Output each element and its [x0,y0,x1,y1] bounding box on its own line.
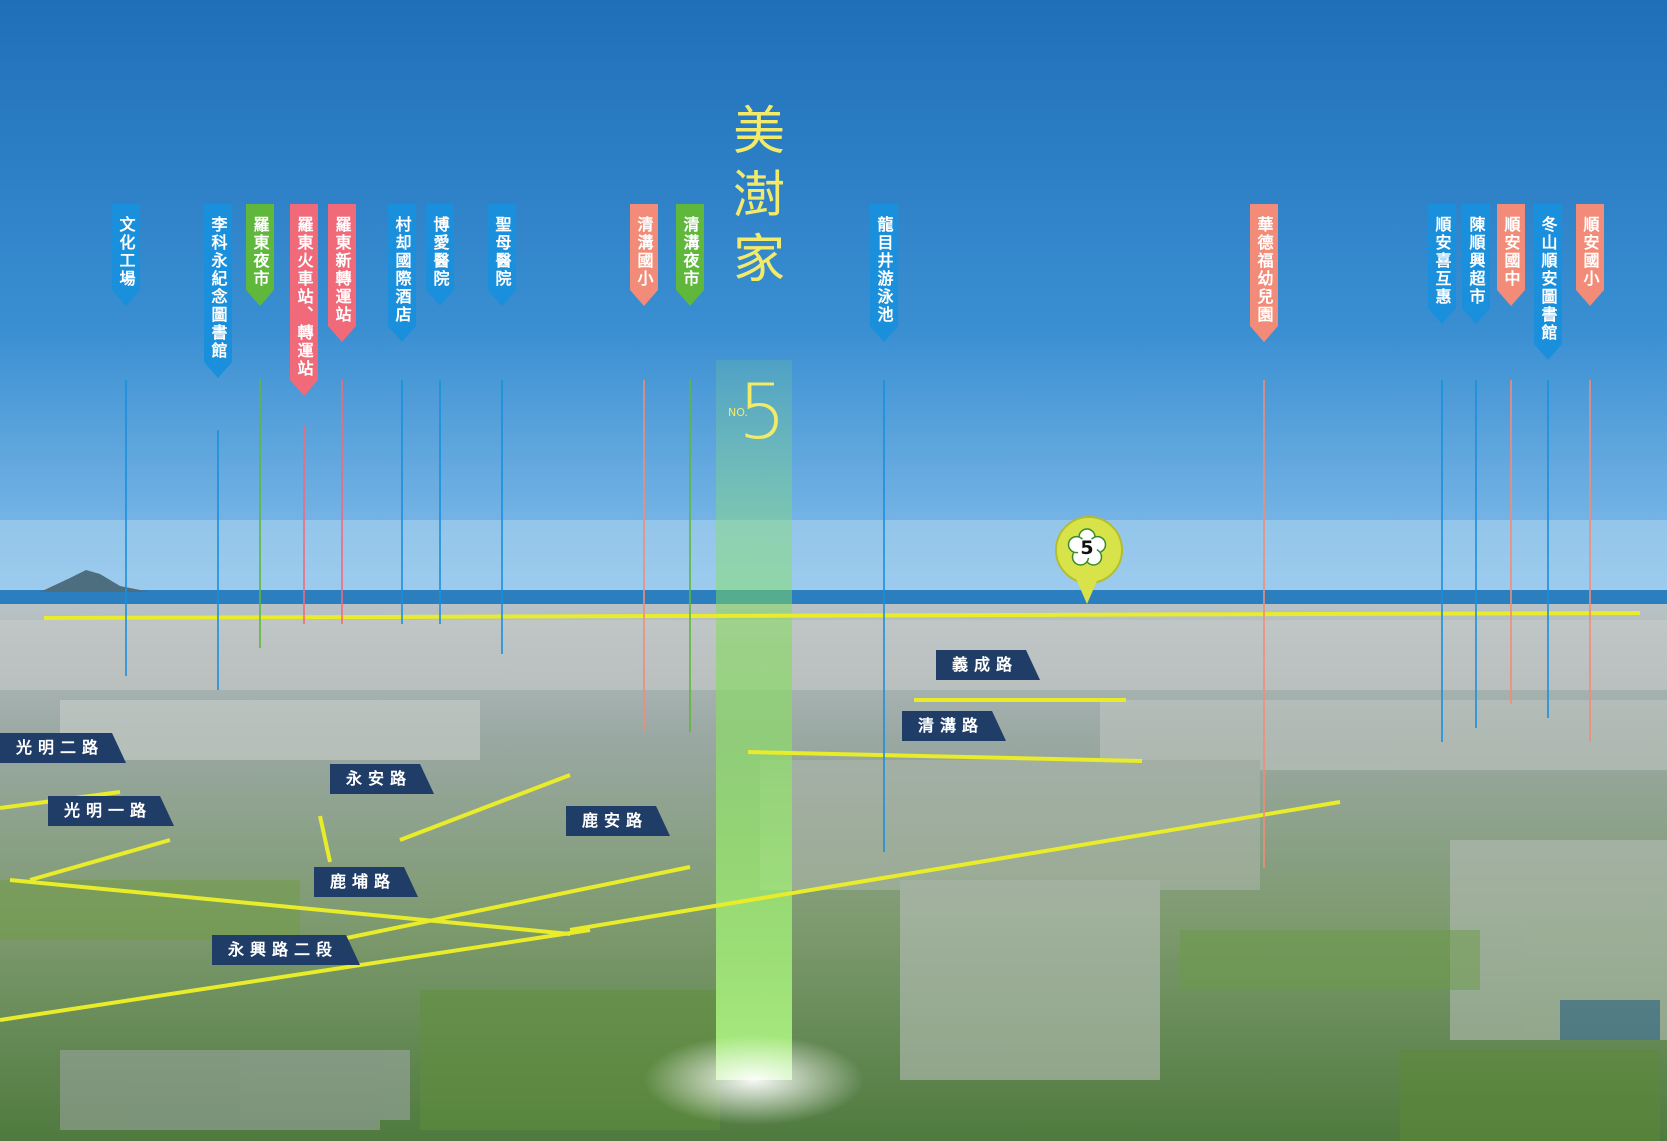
number-prefix: NO. [728,406,748,419]
road-tag-qinggou[interactable]: 清溝路 [902,711,1006,741]
island [40,570,150,592]
poi-label-qinggou-night-market[interactable]: 清溝夜市 [676,204,704,306]
poi-label-qinggou-elementary[interactable]: 清溝國小 [630,204,658,306]
poi-label-culture-factory[interactable]: 文化工場 [112,204,140,306]
poi-label-library[interactable]: 李科永紀念圖書館 [204,204,232,378]
road-tag-guangming-2[interactable]: 光明二路 [0,733,126,763]
poi-label-shunan-elementary[interactable]: 順安國小 [1576,204,1604,306]
site-glow [644,1035,864,1125]
poi-label-train-station[interactable]: 羅東火車站、轉運站 [290,204,318,396]
poi-label-new-bus-terminal[interactable]: 羅東新轉運站 [328,204,356,342]
site-marker-label: 5 [1080,537,1094,559]
poi-label-shunan-library[interactable]: 冬山順安圖書館 [1534,204,1562,360]
road-tag-guangming-1[interactable]: 光明一路 [48,796,174,826]
poi-label-supermarket-1[interactable]: 順安喜互惠 [1428,204,1456,324]
poi-label-boai-hospital[interactable]: 博愛醫院 [426,204,454,306]
road-tag-lupu[interactable]: 鹿埔路 [314,867,418,897]
road-tag-yongxing[interactable]: 永興路二段 [212,935,360,965]
title-char: 家 [732,230,785,290]
road-tag-luan[interactable]: 鹿安路 [566,806,670,836]
road-tag-yongan[interactable]: 永安路 [330,764,434,794]
flower-icon [1067,528,1107,566]
leader-lines [125,380,1591,868]
project-title: 美 澍 家 [731,100,787,292]
poi-label-supermarket-2[interactable]: 陳順興超市 [1462,204,1490,324]
number-value: 5 [738,367,787,456]
road-tag-yicheng[interactable]: 義成路 [936,650,1040,680]
title-char: 美 [732,102,785,162]
title-char: 澍 [732,166,785,226]
poi-label-hotel[interactable]: 村却國際酒店 [388,204,416,342]
poi-label-night-market[interactable]: 羅東夜市 [246,204,274,306]
poi-label-st-mary-hospital[interactable]: 聖母醫院 [488,204,516,306]
site-light-beam [716,360,792,1080]
poi-label-kindergarten[interactable]: 華德福幼兒園 [1250,204,1278,342]
site-marker-pointer [1074,574,1100,604]
poi-label-junior-high[interactable]: 順安國中 [1497,204,1525,306]
poi-label-swimming-pool[interactable]: 龍目井游泳池 [870,204,898,342]
